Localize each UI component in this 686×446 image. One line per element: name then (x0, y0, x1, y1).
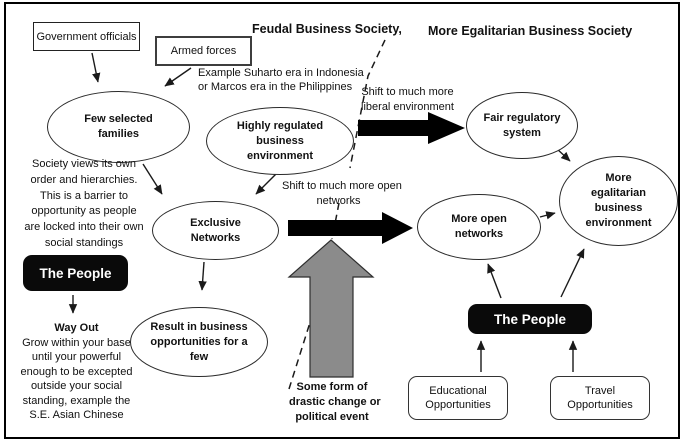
arrow-open-to-egalitarian (539, 211, 556, 220)
the-people-right-label: The People (493, 311, 566, 327)
arrow-people-to-egalitarian (560, 248, 585, 298)
drastic-change-up-arrow (287, 239, 375, 378)
government-officials-box: Government officials (33, 22, 140, 51)
arrow-people-to-open (487, 263, 502, 299)
dashed-leader-title-to-shift (349, 39, 386, 169)
egalitarian-society-title: More Egalitarian Business Society (428, 24, 633, 38)
arrow-government-to-families (91, 52, 101, 83)
outer-border (4, 2, 680, 439)
armed-forces-box: Armed forces (155, 36, 252, 66)
way-out-title: Way Out (54, 322, 99, 334)
the-people-left-badge: The People (23, 255, 128, 291)
government-officials-label: Government officials (36, 30, 137, 43)
feudal-society-title: Feudal Business Society, (252, 22, 402, 36)
shift-open-block-arrow (288, 212, 413, 244)
arrow-armedforces-to-families (164, 67, 192, 87)
armed-forces-label: Armed forces (170, 45, 237, 57)
arrow-families-to-exclusive (142, 163, 163, 195)
the-people-left-label: The People (39, 265, 112, 281)
arrow-exclusive-to-result (198, 261, 207, 291)
the-people-right-badge: The People (468, 304, 592, 334)
dashed-leader-drastic-to-gray-arrow (288, 312, 314, 390)
shift-liberal-block-arrow (358, 112, 465, 144)
arrow-regulated-to-exclusive (255, 173, 277, 195)
